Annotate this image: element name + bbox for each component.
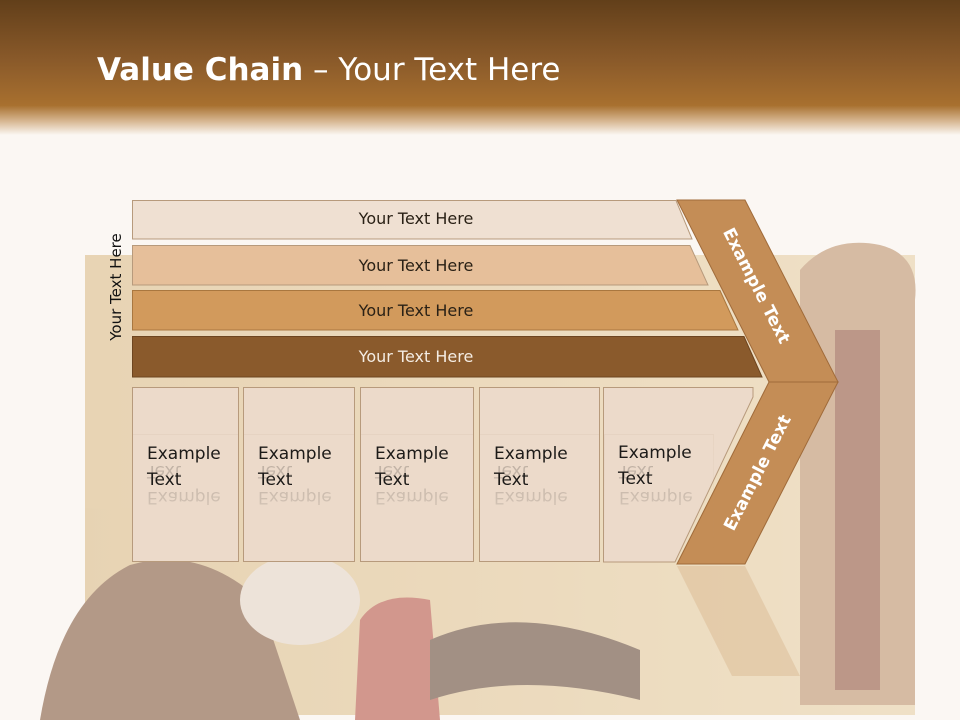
activity-box-4: Example Text [479, 387, 600, 562]
chevron-lower-arm [676, 381, 839, 565]
box-5-line2: Text [618, 469, 653, 489]
box-2-reflection-line1: Example [258, 487, 332, 507]
box-5-line1: Example [618, 443, 692, 463]
box-4-line1: Example [494, 444, 568, 464]
band-4-label: Your Text Here [358, 347, 474, 366]
band-1-label: Your Text Here [358, 209, 474, 228]
box-4-reflection: Example Text [479, 434, 600, 564]
activity-box-5-shape [603, 387, 754, 563]
box-3-line1: Example [375, 444, 449, 464]
activity-box-5: Example Text [604, 387, 714, 562]
activity-box-1: Example Text [132, 387, 239, 562]
header-bar [0, 0, 960, 135]
box-5-reflection: Example Text [604, 434, 714, 564]
activity-box-3: Example Text [360, 387, 474, 562]
box-2-line2: Text [258, 470, 293, 490]
band-2-label: Your Text Here [358, 256, 474, 275]
title-bold: Value Chain [97, 52, 304, 88]
box-3-reflection-line1: Example [375, 487, 449, 507]
box-3-line2: Text [375, 470, 410, 490]
title-rest: – Your Text Here [303, 52, 561, 88]
box-2-reflection: Example Text [243, 434, 355, 564]
box-4-line2: Text [494, 470, 529, 490]
box-5-reflection-line2: Text [619, 461, 654, 481]
box-1-reflection: Example Text [132, 434, 239, 564]
box-1-line1: Example [147, 444, 221, 464]
box-1-reflection-line2: Text [147, 461, 182, 481]
box-1-reflection-line1: Example [147, 487, 221, 507]
page-title: Value Chain – Your Text Here [97, 52, 560, 88]
box-4-reflection-line2: Text [494, 461, 529, 481]
box-3-reflection: Example Text [360, 434, 474, 564]
band-3-label: Your Text Here [358, 301, 474, 320]
box-5-reflection-line1: Example [619, 487, 693, 507]
chevron-reflection [677, 566, 800, 676]
box-3-reflection-line2: Text [375, 461, 410, 481]
box-1-line2: Text [147, 470, 182, 490]
box-2-reflection-line2: Text [258, 461, 293, 481]
activity-box-2: Example Text [243, 387, 355, 562]
box-2-line1: Example [258, 444, 332, 464]
box-4-reflection-line1: Example [494, 487, 568, 507]
